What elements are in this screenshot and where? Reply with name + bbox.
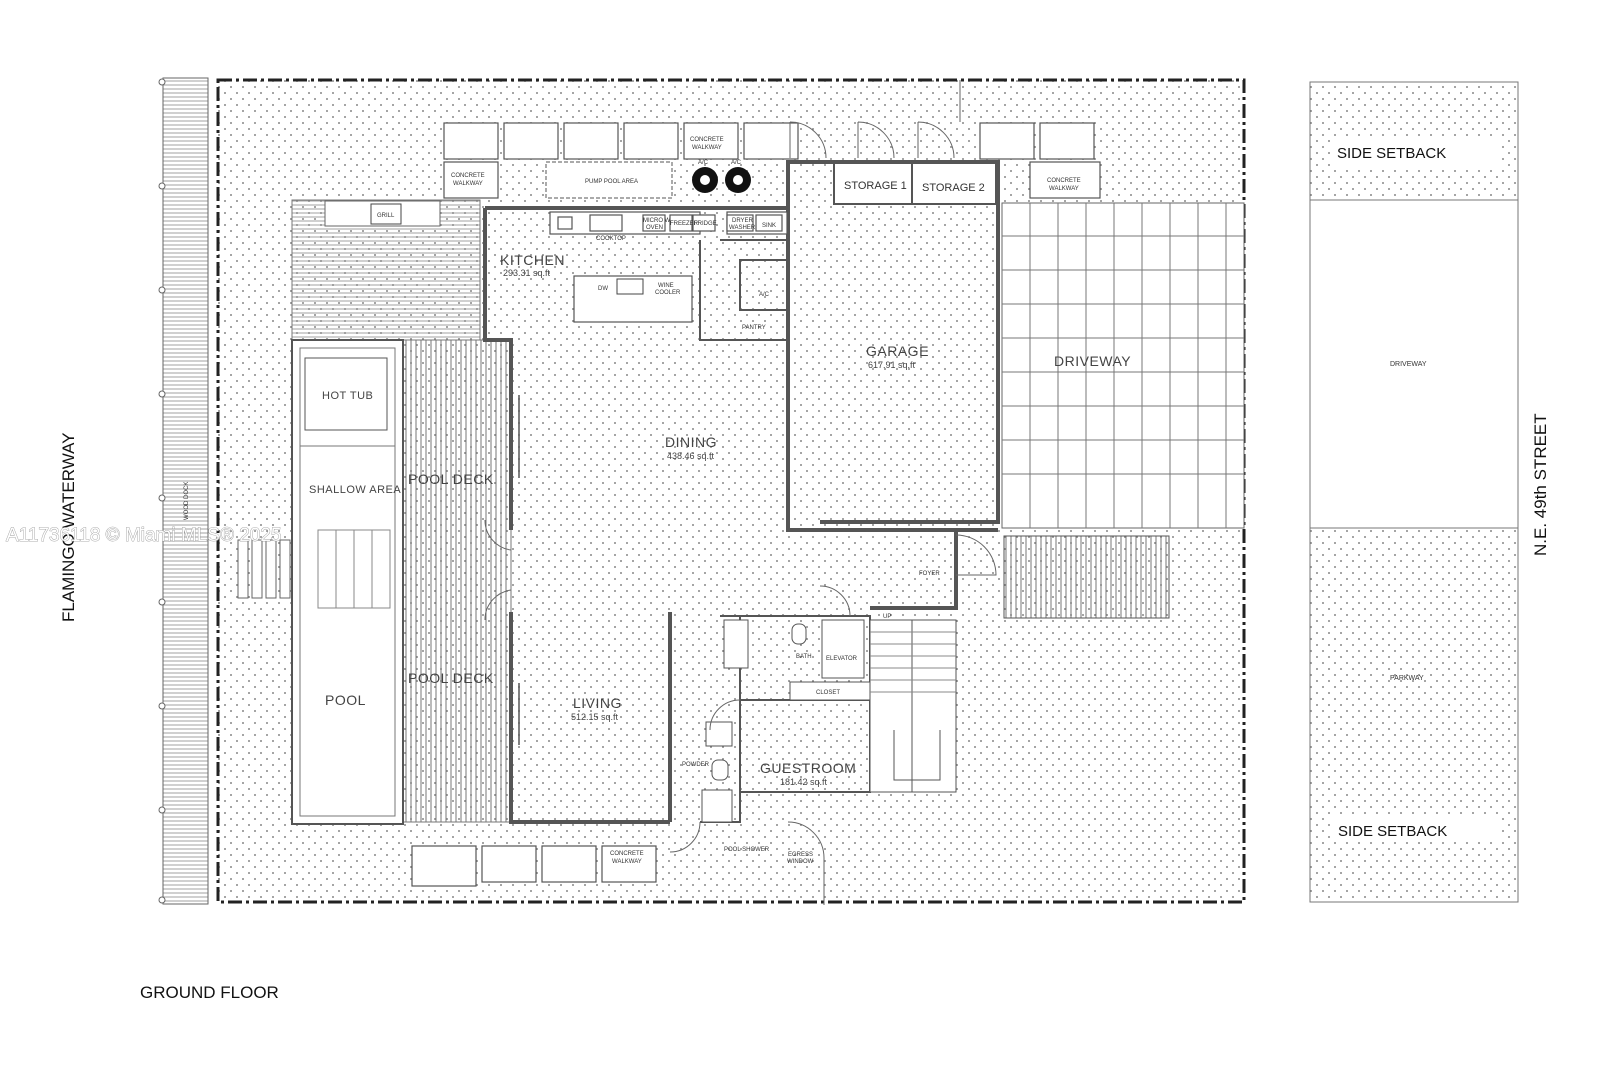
pantry-label: PANTRY (742, 325, 766, 331)
ac-label-2: A/C (731, 160, 742, 166)
pool-deck-label-1: POOL DECK (408, 471, 494, 487)
pool-shower-stall (701, 789, 733, 823)
living-area: 512.15 sq.ft (571, 712, 619, 722)
cooler-label: COOLER (655, 290, 681, 296)
ac-closet-label: A/C (759, 292, 770, 298)
walkway-label-bottom-b: WALKWAY (612, 859, 642, 865)
up-label: UP (883, 614, 891, 620)
pool-label: POOL (325, 692, 366, 708)
cooktop-label: COOKTOP (596, 236, 626, 242)
pool-deck-label-2: POOL DECK (408, 670, 494, 686)
driveway-grid (1002, 203, 1244, 528)
toilet (791, 623, 807, 645)
kitchen-counter (549, 211, 788, 235)
walkway-label-bottom-a: CONCRETE (610, 851, 644, 857)
dock-piles (158, 78, 166, 904)
island-sink (616, 278, 644, 295)
interior-doors (484, 519, 997, 905)
stairs (869, 619, 957, 793)
top-doors (789, 80, 961, 159)
dryer-label: DRYER (732, 218, 754, 224)
kitchen-area: 293.31 sq.ft (503, 268, 551, 278)
dining-area: 438.46 sq.ft (667, 451, 715, 461)
elevator-label: ELEVATOR (826, 656, 858, 662)
side-setback-top-label: SIDE SETBACK (1337, 145, 1446, 162)
driveway-label: DRIVEWAY (1054, 353, 1131, 369)
storage-2 (911, 161, 997, 205)
garage-area: 617.91 sq.ft (868, 360, 916, 370)
bath-label: BATH (796, 654, 812, 660)
hot-tub (304, 357, 388, 431)
closet-label: CLOSET (816, 690, 840, 696)
micro-label: MICRO W (643, 218, 671, 224)
washer-label: WASHER (729, 225, 756, 231)
powder-vanity (705, 721, 733, 747)
pool-deck-area (402, 339, 512, 823)
pump-pool-area-label: PUMP POOL AREA (585, 179, 638, 185)
storage-1-label: STORAGE 1 (844, 180, 907, 192)
freezer-label: FREEZER (670, 221, 699, 227)
fridge-label: FRIDGE (694, 221, 717, 227)
walkway-label-left-b: WALKWAY (453, 181, 483, 187)
ac-units (692, 167, 751, 193)
site-strip (1309, 81, 1519, 903)
storage-2-label: STORAGE 2 (922, 182, 985, 194)
floor-title: GROUND FLOOR (140, 983, 279, 1002)
walkway-label-top-b: WALKWAY (692, 145, 722, 151)
powder-toilet (711, 759, 729, 781)
dw-label: DW (598, 286, 608, 292)
walkway-label-top-a: CONCRETE (690, 137, 724, 143)
dock-steps (237, 539, 291, 599)
grill-label: GRILL (377, 213, 395, 219)
powder-label: POWDER (682, 762, 710, 768)
walkway-label-left-a: CONCRETE (451, 173, 485, 179)
entry-steps (1003, 535, 1170, 619)
pool-shower-label: POOL SHOWER (724, 847, 770, 853)
living-label: LIVING (573, 695, 622, 711)
bottom-walkway-pavers (411, 845, 657, 887)
wine-label: WINE (658, 283, 674, 289)
walkway-label-right-b: WALKWAY (1049, 186, 1079, 192)
guestroom-label: GUESTROOM (760, 760, 856, 776)
shallow-area-label: SHALLOW AREA (309, 484, 401, 496)
pool-structure: HOT TUB SHALLOW AREA POOL (291, 339, 404, 825)
egress-label: EGRESS (788, 852, 813, 858)
site-driveway-label: DRIVEWAY (1390, 361, 1427, 368)
grill (370, 203, 402, 225)
sink-label: SINK (762, 223, 776, 229)
ac-label-1: A/C (698, 160, 709, 166)
side-setback-bottom-label: SIDE SETBACK (1338, 823, 1447, 840)
wood-dock: WOOD DOCK (158, 77, 209, 905)
top-walkway-pavers (443, 122, 1101, 199)
street-label: N.E. 49th STREET (1531, 413, 1550, 556)
wood-dock-label: WOOD DOCK (184, 482, 190, 520)
foyer-label: FOYER (919, 571, 940, 577)
guestroom-area: 181.42 sq.ft (780, 777, 828, 787)
kitchen-label: KITCHEN (500, 252, 565, 268)
site-parkway-label: PARKWAY (1390, 675, 1424, 682)
walkway-label-right-a: CONCRETE (1047, 178, 1081, 184)
elevator (821, 619, 865, 679)
garage-label: GARAGE (866, 343, 929, 359)
window-label: WINDOW (787, 859, 814, 865)
waterway-label: FLAMINGO WATERWAY (59, 432, 78, 622)
shower (723, 619, 749, 669)
oven-label: OVEN (646, 225, 663, 231)
house-walls (483, 160, 1000, 824)
mls-watermark: A11736118 © Miami MLS® 2025 (6, 525, 282, 546)
pump-pool-area (545, 161, 673, 199)
dining-label: DINING (665, 434, 717, 450)
hot-tub-label: HOT TUB (322, 390, 373, 402)
